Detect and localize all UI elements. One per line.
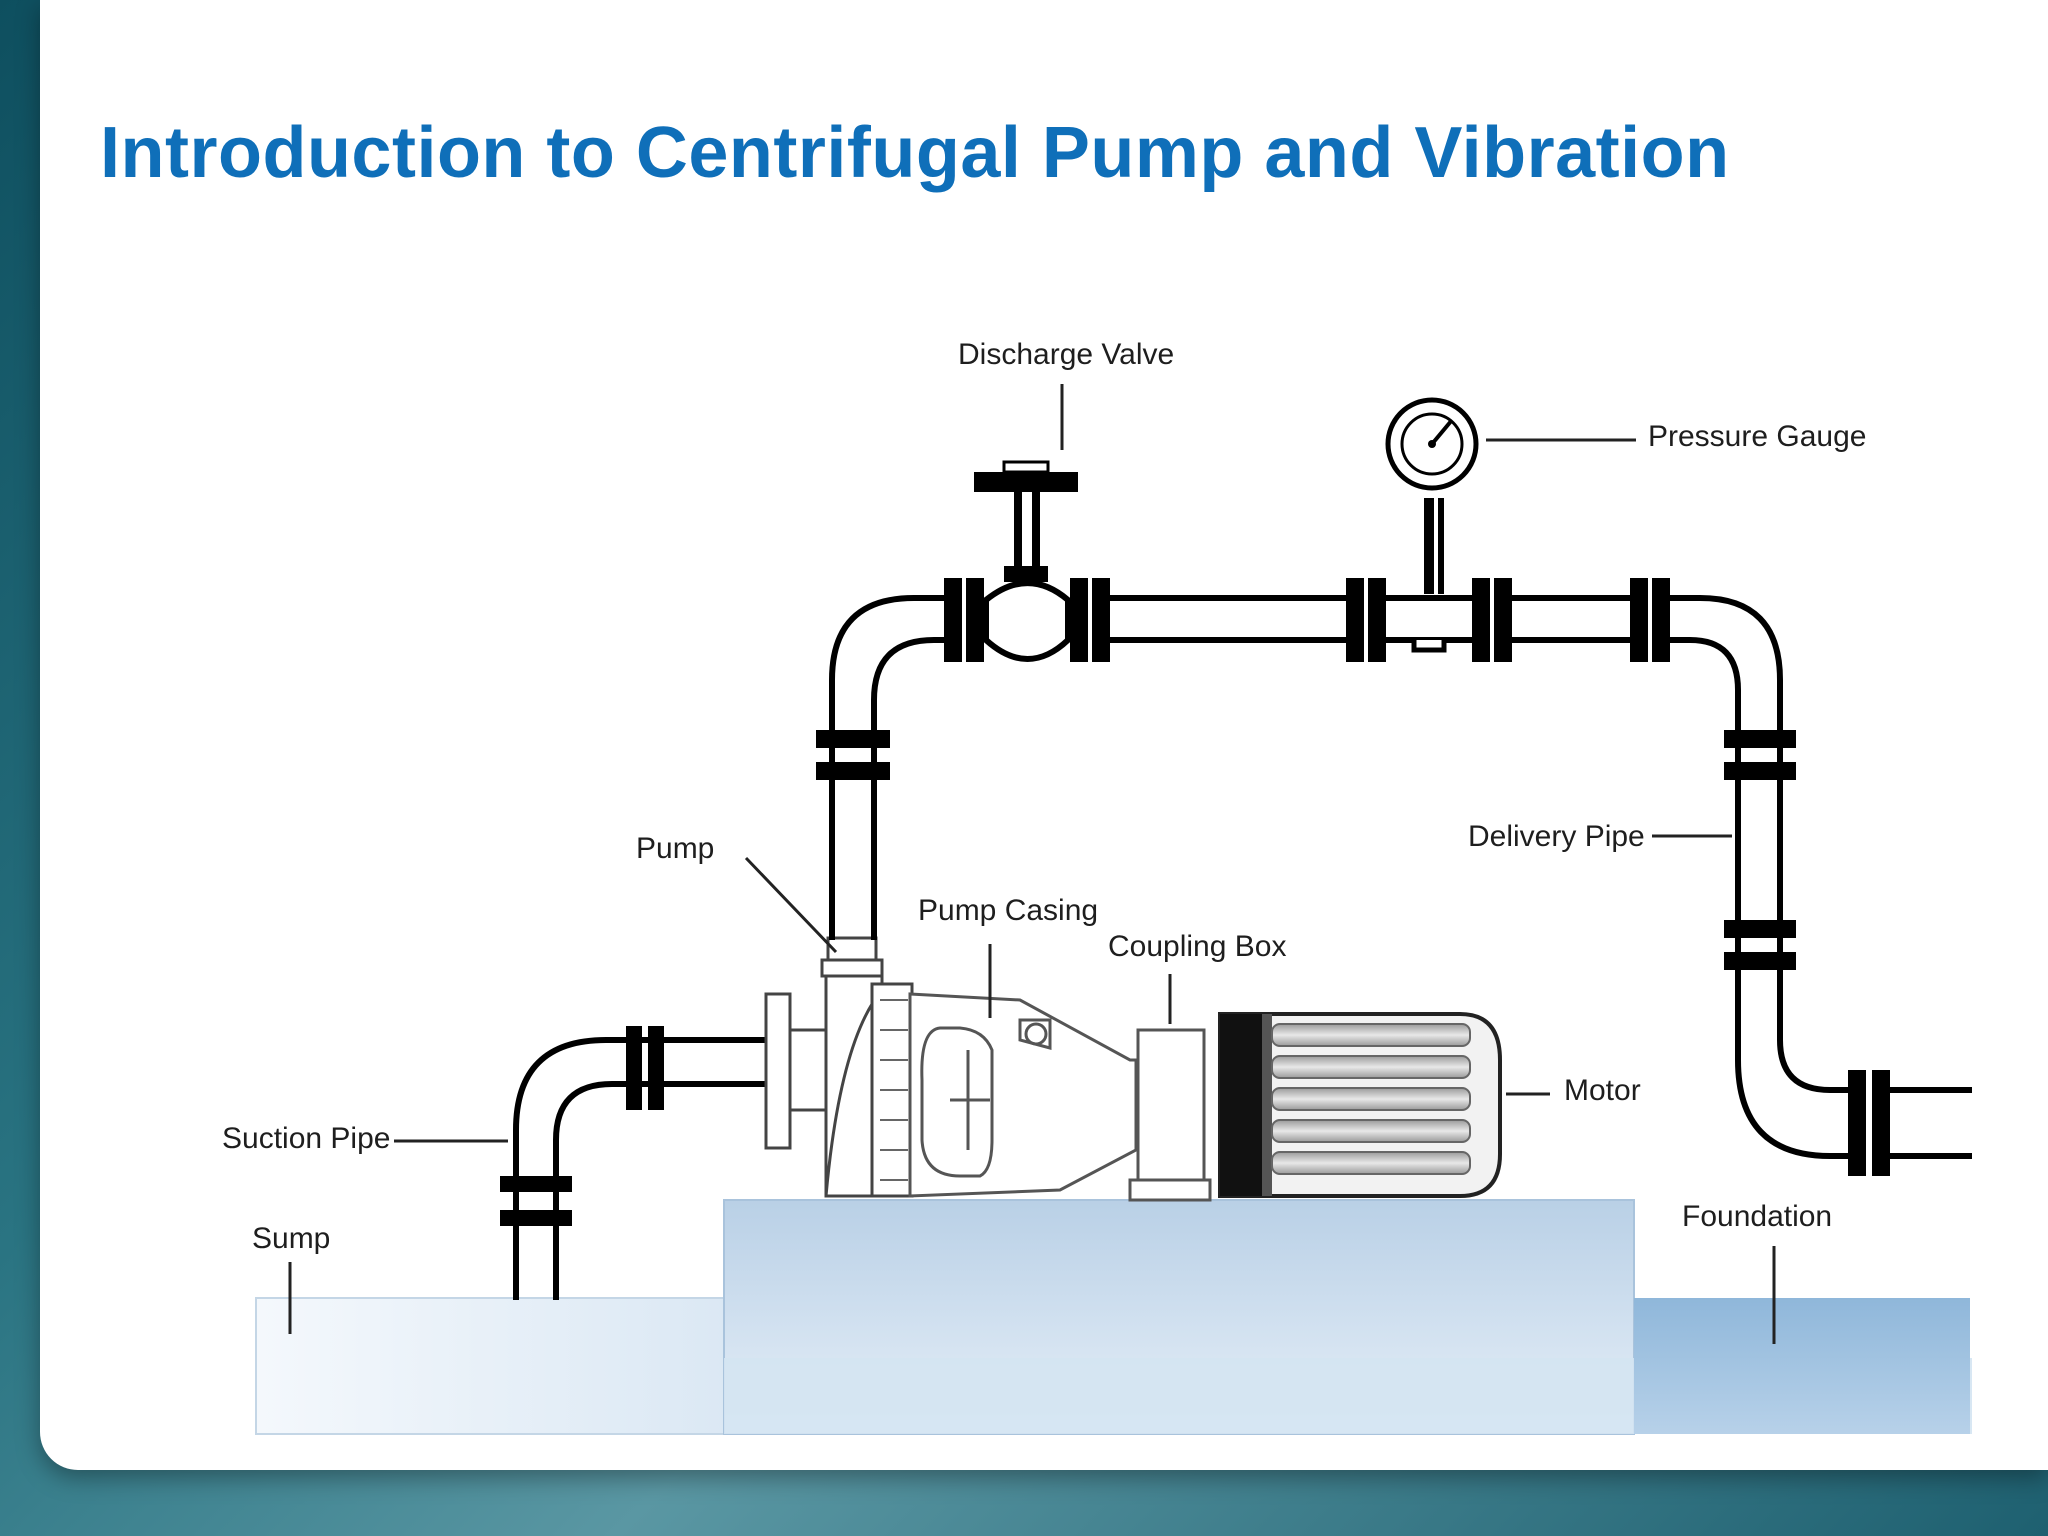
label-delivery-pipe: Delivery Pipe — [1468, 820, 1645, 853]
label-sump: Sump — [252, 1222, 330, 1255]
water-tank — [1634, 1298, 1970, 1434]
label-suction-pipe: Suction Pipe — [222, 1122, 390, 1155]
delivery-flanges — [816, 578, 1890, 1176]
coupling-box — [1128, 1028, 1212, 1202]
label-foundation: Foundation — [1682, 1200, 1832, 1233]
leader-lines — [288, 384, 1776, 1344]
slide-title: Introduction to Centrifugal Pump and Vib… — [100, 113, 1730, 193]
sump-block — [255, 1297, 727, 1435]
suction-pipe — [513, 1037, 770, 1300]
label-discharge-valve: Discharge Valve — [958, 338, 1174, 371]
pump-casing — [908, 992, 1138, 1198]
label-pump-casing: Pump Casing — [918, 894, 1098, 927]
suction-flanges — [500, 1026, 664, 1226]
pump-body — [764, 936, 914, 1198]
label-motor: Motor — [1564, 1074, 1641, 1107]
label-pump: Pump — [636, 832, 714, 865]
discharge-valve — [974, 460, 1078, 662]
gauge-tee — [1386, 595, 1472, 653]
label-coupling-box: Coupling Box — [1108, 930, 1286, 963]
motor-body — [1218, 1012, 1502, 1198]
pressure-gauge — [1385, 397, 1479, 594]
label-pressure-gauge: Pressure Gauge — [1648, 420, 1866, 453]
diagram-labels: Discharge Valve Pressure Gauge Pump Pump… — [222, 338, 1866, 1255]
